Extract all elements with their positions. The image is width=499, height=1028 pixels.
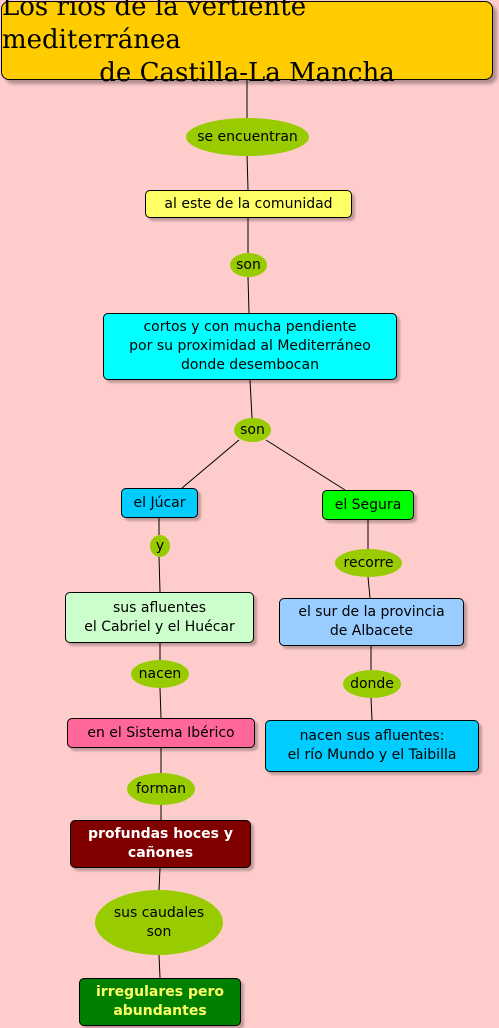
title-line-1: Los ríos de la vertiente mediterránea (2, 0, 307, 55)
diagram-title: Los ríos de la vertiente mediterránea de… (1, 0, 493, 88)
node-al-este: al este de la comunidad (145, 190, 352, 218)
node-afluentes-segura: nacen sus afluentes: el río Mundo y el T… (265, 720, 479, 772)
link-recorre: recorre (335, 549, 402, 577)
link-se-encuentran: se encuentran (186, 118, 309, 156)
node-irregulares: irregulares pero abundantes (79, 978, 241, 1026)
connector (265, 439, 346, 491)
node-el-jucar: el Júcar (121, 488, 198, 518)
connector (249, 379, 253, 419)
link-son-2: son (234, 418, 271, 442)
connector (181, 439, 240, 489)
link-nacen: nacen (131, 660, 189, 688)
node-afluentes-jucar: sus afluentes el Cabriel y el Huécar (65, 592, 254, 643)
node-hoces-canones: profundas hoces y cañones (70, 820, 251, 868)
link-donde: donde (343, 670, 401, 698)
connector (158, 867, 161, 891)
node-el-segura: el Segura (322, 490, 414, 520)
connector (158, 954, 161, 979)
connector (158, 556, 161, 593)
node-sur-albacete: el sur de la provincia de Albacete (279, 598, 464, 646)
node-cortos: cortos y con mucha pendiente por su prox… (103, 313, 397, 380)
link-sus-caudales-son: sus caudales son (95, 890, 223, 955)
title-line-2: de Castilla-La Mancha (99, 58, 395, 88)
node-sistema-iberico: en el Sistema Ibérico (67, 718, 255, 748)
link-son-1: son (230, 253, 267, 277)
connector (370, 697, 373, 721)
connector (246, 152, 249, 191)
connector (367, 576, 371, 599)
connector (247, 276, 250, 314)
link-forman: forman (127, 773, 195, 805)
link-y: y (150, 535, 170, 557)
connector (159, 687, 162, 719)
